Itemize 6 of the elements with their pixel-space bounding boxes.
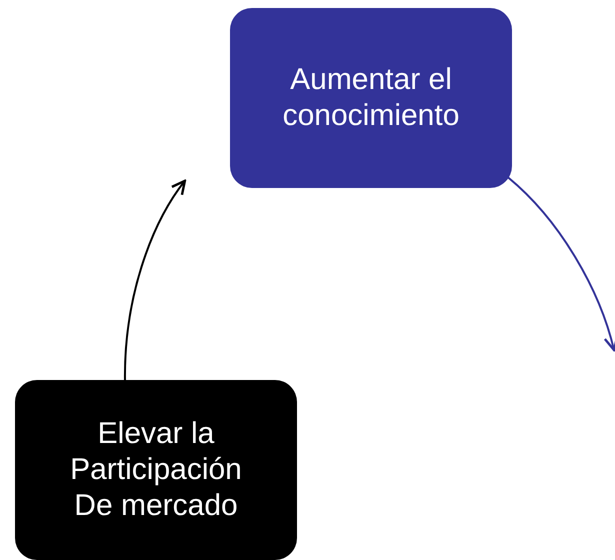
arrow xyxy=(124,180,186,380)
process-box xyxy=(15,380,297,560)
node-label: Aumentar el conocimiento xyxy=(282,62,460,134)
node-label: Elevar la Participación De mercado xyxy=(69,416,243,524)
process-box xyxy=(230,8,512,188)
arrow xyxy=(507,176,615,352)
